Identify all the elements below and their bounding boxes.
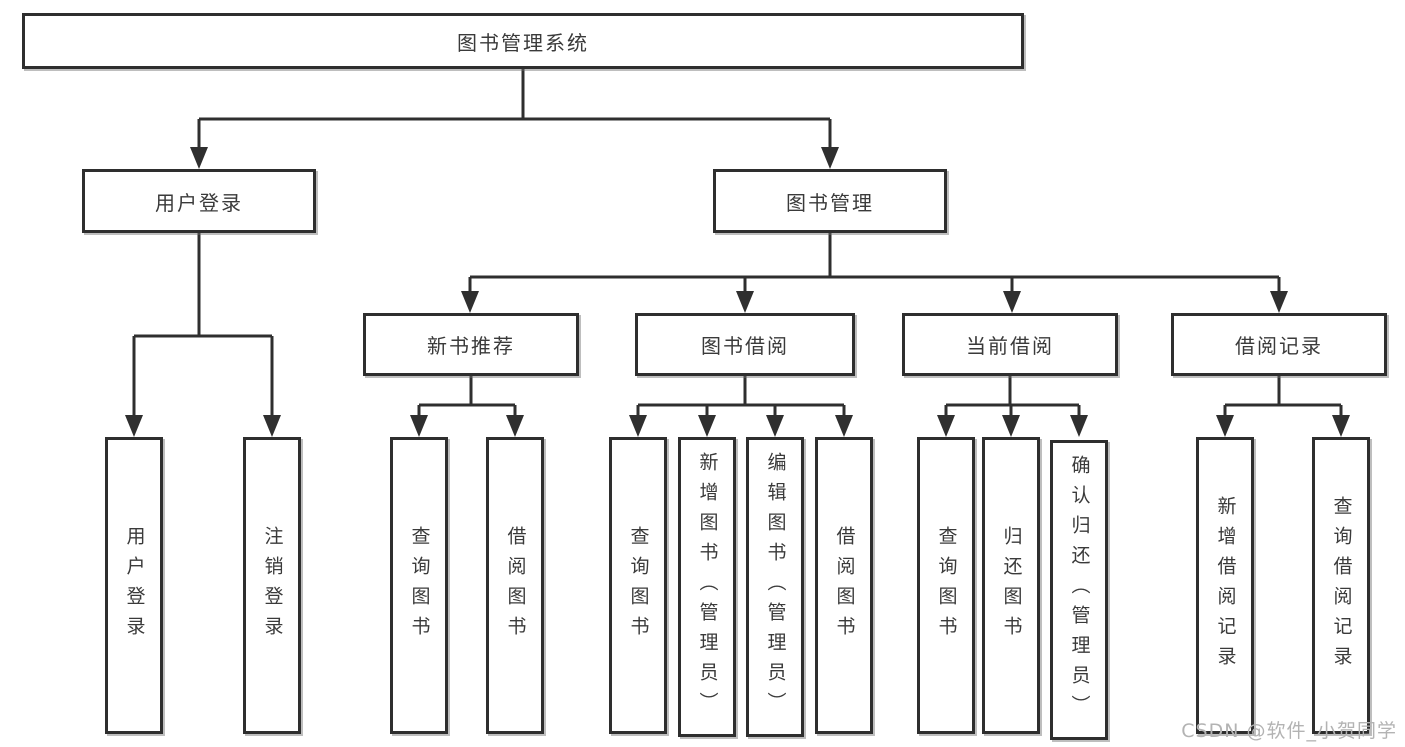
- connector-path: [132, 69, 1343, 419]
- node-borrowing-records: 借阅记录: [1171, 313, 1387, 376]
- node-query-books-2-label: 查询图书: [627, 525, 650, 646]
- node-current-borrowing-label: 当前借阅: [966, 334, 1054, 358]
- node-borrow-books-2: 借阅图书: [815, 437, 873, 734]
- node-edit-books-admin-label: 编辑图书（管理员）: [764, 452, 787, 722]
- node-add-books-admin: 新增图书（管理员）: [678, 437, 736, 737]
- arrowheads: [125, 147, 1350, 437]
- node-book-management: 图书管理: [713, 169, 947, 233]
- node-library-system: 图书管理系统: [22, 13, 1024, 69]
- node-new-book-recommendation-label: 新书推荐: [427, 334, 515, 358]
- node-book-borrowing: 图书借阅: [635, 313, 855, 376]
- node-edit-books-admin: 编辑图书（管理员）: [746, 437, 804, 737]
- node-logout: 注销登录: [243, 437, 301, 734]
- node-user-login: 用户登录: [82, 169, 316, 233]
- node-borrow-books-1-label: 借阅图书: [504, 525, 527, 646]
- node-query-books-3-label: 查询图书: [935, 525, 958, 646]
- node-new-book-recommendation: 新书推荐: [363, 313, 579, 376]
- node-confirm-return-admin-label: 确认归还（管理员）: [1068, 455, 1091, 725]
- node-confirm-return-admin: 确认归还（管理员）: [1050, 440, 1108, 740]
- node-borrow-books-2-label: 借阅图书: [833, 525, 856, 646]
- node-query-borrow-record-label: 查询借阅记录: [1330, 495, 1353, 676]
- csdn-watermark: CSDN @软件_小贺同学: [1181, 720, 1397, 742]
- node-current-borrowing: 当前借阅: [902, 313, 1118, 376]
- node-user-login-action: 用户登录: [105, 437, 163, 734]
- node-query-books-1: 查询图书: [390, 437, 448, 734]
- node-book-management-label: 图书管理: [786, 190, 874, 215]
- node-borrowing-records-label: 借阅记录: [1235, 334, 1323, 358]
- node-borrow-books-1: 借阅图书: [486, 437, 544, 734]
- node-book-borrowing-label: 图书借阅: [701, 334, 789, 358]
- node-return-books: 归还图书: [982, 437, 1040, 734]
- node-return-books-label: 归还图书: [1000, 525, 1023, 646]
- node-query-books-3: 查询图书: [917, 437, 975, 734]
- node-add-borrow-record: 新增借阅记录: [1196, 437, 1254, 734]
- node-add-books-admin-label: 新增图书（管理员）: [696, 452, 719, 722]
- node-query-borrow-record: 查询借阅记录: [1312, 437, 1370, 734]
- node-logout-label: 注销登录: [261, 525, 284, 646]
- node-query-books-2: 查询图书: [609, 437, 667, 734]
- node-user-login-action-label: 用户登录: [123, 525, 146, 646]
- node-library-system-label: 图书管理系统: [457, 30, 589, 55]
- node-user-login-label: 用户登录: [155, 190, 243, 215]
- node-query-books-1-label: 查询图书: [408, 525, 431, 646]
- node-add-borrow-record-label: 新增借阅记录: [1214, 495, 1237, 676]
